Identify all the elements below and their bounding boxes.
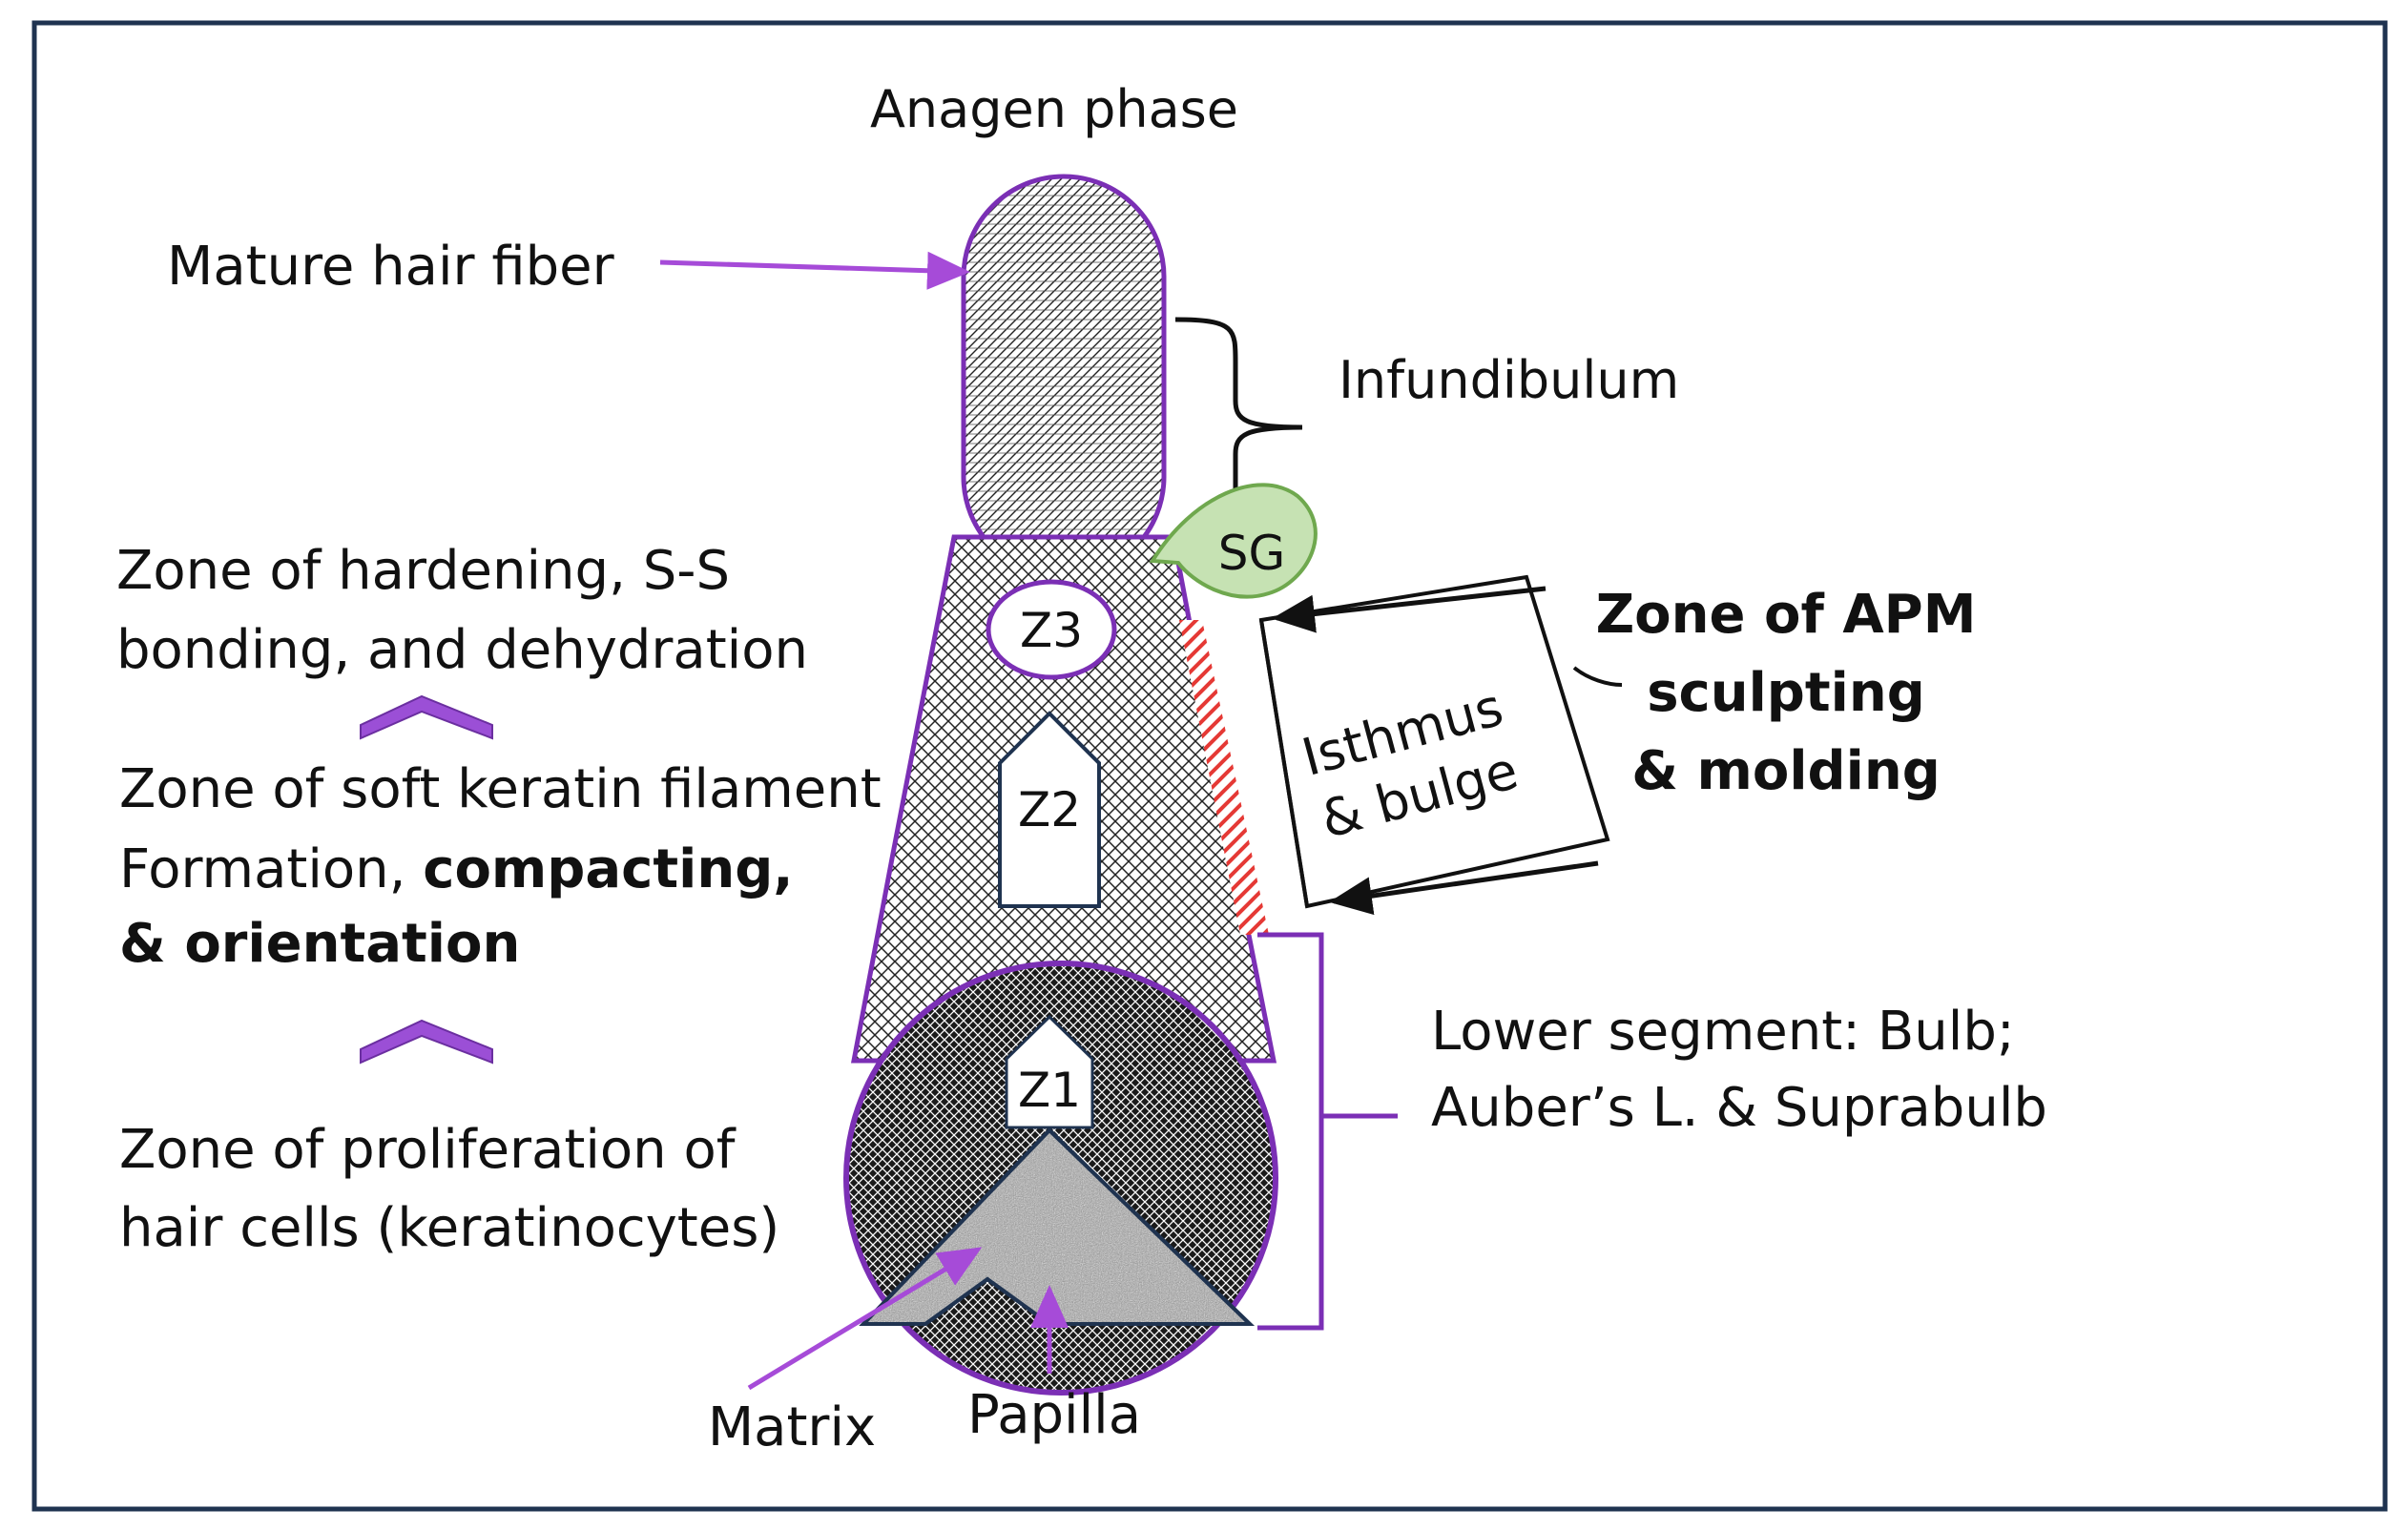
matrix-arrow [747, 1247, 983, 1391]
z3-label: Z3 [1020, 603, 1083, 658]
hardening-zone-label-line1: Zone of hardening, S-S [116, 540, 730, 602]
z1-label: Z1 [1018, 1063, 1081, 1118]
matrix-label: Matrix [708, 1396, 876, 1458]
diagram-title: Anagen phase [870, 79, 1238, 139]
isthmus-bottom-arrow [1329, 860, 1599, 916]
soft-keratin-bold-text: compacting, [423, 838, 793, 900]
mature-hair-fiber-shape [961, 174, 1167, 580]
isthmus-top-arrow [1272, 586, 1547, 633]
mature-hair-fiber-arrow [659, 251, 970, 290]
z2-zone [998, 711, 1101, 908]
papilla-label: Papilla [967, 1384, 1141, 1446]
lower-segment-label-line1: Lower segment: Bulb; [1431, 1001, 2015, 1063]
hardening-zone-label-line2: bonding, and dehydration [116, 619, 808, 681]
proliferation-label-line2: hair cells (keratinocytes) [119, 1197, 779, 1259]
z3-zone [986, 579, 1117, 680]
upward-chevron-top [360, 694, 493, 740]
sg-label: SG [1218, 526, 1285, 581]
soft-keratin-normal-text: Formation, [119, 838, 423, 900]
apm-label-line1: Zone of APM [1596, 584, 1977, 646]
isthmus-hatch [1179, 620, 1269, 935]
z2-label: Z2 [1018, 782, 1081, 837]
soft-keratin-label-line1: Zone of soft keratin filament [119, 758, 882, 820]
upward-chevron-bottom [360, 1019, 493, 1065]
apm-label-line2: sculpting [1647, 662, 1925, 724]
proliferation-label-line1: Zone of proliferation of [119, 1119, 737, 1181]
isthmus-box-edge [1259, 619, 1309, 907]
apm-connector [1572, 666, 1623, 687]
apm-label-line3: & molding [1631, 740, 1941, 802]
soft-keratin-label-line3: & orientation [119, 913, 520, 975]
soft-keratin-label-line2: Formation, compacting, [119, 838, 794, 900]
mature-hair-fiber-label: Mature hair fiber [167, 236, 615, 298]
z1-zone [1005, 1014, 1094, 1129]
sebaceous-gland [1149, 483, 1318, 599]
lower-segment-label-line2: Auber’s L. & Suprabulb [1431, 1077, 2047, 1139]
lower-segment-bracket [1257, 932, 1398, 1331]
infundibulum-label: Infundibulum [1339, 350, 1679, 410]
